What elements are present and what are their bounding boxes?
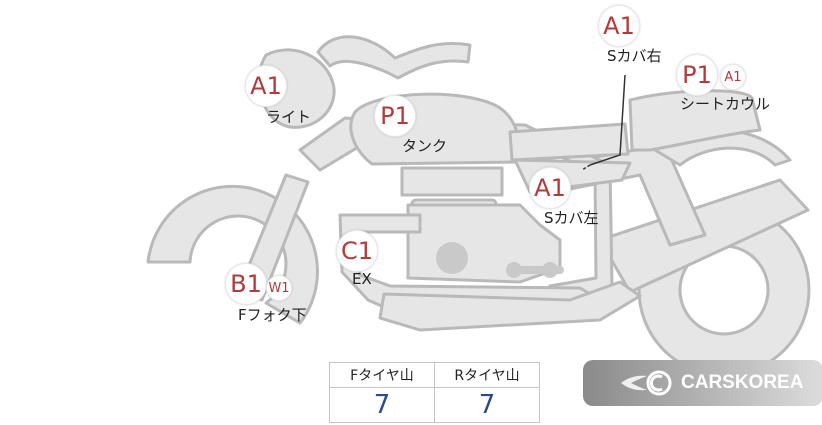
seat xyxy=(508,122,630,162)
footrest-right xyxy=(542,262,558,278)
tank-label: タンク xyxy=(402,137,448,155)
seat-cowl-shape xyxy=(628,89,762,152)
front-fork-code2-badge: W1 xyxy=(266,275,292,301)
tyre-table-value-row: 7 7 xyxy=(329,387,540,423)
leader-line-dashed xyxy=(581,164,591,171)
front-tyre-header: Fタイヤ山 xyxy=(329,362,435,388)
footrest-left xyxy=(506,262,522,278)
light-label: ライト xyxy=(266,108,312,126)
carskorea-logo: CARSKOREA xyxy=(583,360,822,406)
exhaust-code-badge: C1 xyxy=(336,230,378,272)
leader-line xyxy=(589,74,626,166)
s-cover-right-label: Sカバ右 xyxy=(607,47,662,65)
rear-tyre-header: Rタイヤ山 xyxy=(434,362,540,388)
seat-cowl-code2-badge: A1 xyxy=(720,64,746,90)
front-fork-label: Fフォク下 xyxy=(238,306,307,324)
s-cover-left-code-badge: A1 xyxy=(529,167,571,209)
exhaust-label: EX xyxy=(352,270,372,288)
tank-code-badge: P1 xyxy=(374,95,416,137)
exhaust-pipe-lower xyxy=(378,280,642,332)
tyre-tread-table: Fタイヤ山 Rタイヤ山 7 7 xyxy=(329,362,540,423)
light-code-badge: A1 xyxy=(245,65,287,107)
engine-top xyxy=(400,166,504,197)
seat-cowl-label: シートカウル xyxy=(680,95,771,113)
s-cover-left-label: Sカバ左 xyxy=(544,209,599,227)
exhaust-pipe xyxy=(338,213,602,317)
rear-tyre-value: 7 xyxy=(434,387,540,423)
front-fork-code-badge: B1 xyxy=(225,263,267,305)
flame-c-logo-icon xyxy=(621,370,672,396)
s-cover-right-code-badge: A1 xyxy=(598,5,640,47)
front-tyre-value: 7 xyxy=(329,387,435,423)
engine-cover-circle xyxy=(436,242,468,274)
logo-text: CARSKOREA xyxy=(681,372,804,393)
seat-cowl-code-badge: P1 xyxy=(676,54,718,96)
handlebar xyxy=(316,35,472,80)
tyre-table-header-row: Fタイヤ山 Rタイヤ山 xyxy=(329,362,540,388)
